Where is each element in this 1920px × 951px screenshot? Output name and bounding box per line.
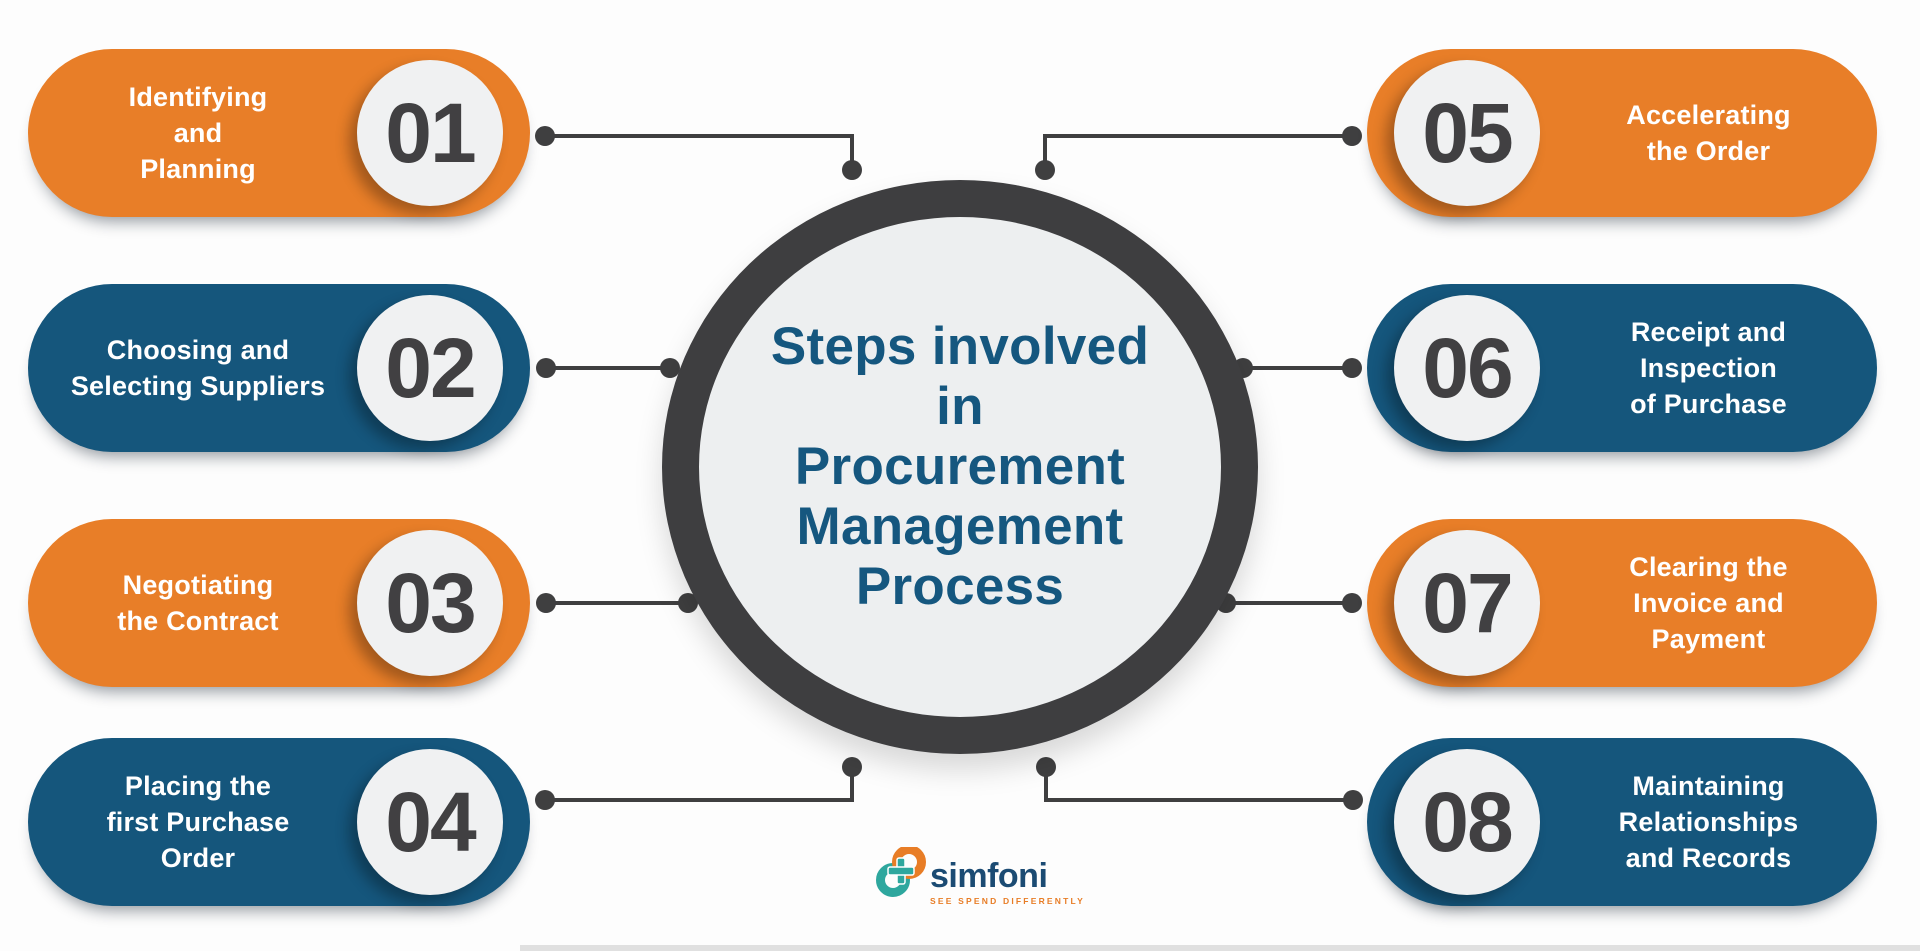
connector-dot [1342,358,1362,378]
step-pill-03: Negotiating the Contract 03 [28,519,530,687]
step-08-number-badge: 08 [1394,749,1540,895]
connector-step-07 [1216,593,1362,613]
connector-dot [535,790,555,810]
step-03-number-badge: 03 [357,530,503,676]
step-06-number-badge: 06 [1394,295,1540,441]
step-05-label: Accelerating the Order [1626,100,1791,166]
step-03-number: 03 [385,555,476,650]
connector-dot [1343,790,1363,810]
simfoni-logo-text: simfoni SEE SPEND DIFFERENTLY [930,845,1085,906]
step-pill-01: Identifying and Planning 01 [28,49,530,217]
simfoni-logo: simfoni SEE SPEND DIFFERENTLY [876,845,1085,907]
connector-dot [678,593,698,613]
step-06-label: Receipt and Inspection of Purchase [1630,317,1787,419]
connector-dot [536,358,556,378]
connector-step-06 [1233,358,1362,378]
bottom-section-edge [520,945,1920,951]
connector-dot [1342,126,1362,146]
connector-dot [842,160,862,180]
step-03-label: Negotiating the Contract [117,570,279,636]
connector-step-02 [536,358,680,378]
connector-dot [535,126,555,146]
connector-step-08 [1036,757,1363,810]
connector-step-05 [1035,126,1362,180]
simfoni-brand-name: simfoni [930,857,1048,895]
connector-step-03 [536,593,698,613]
connector-dot [842,757,862,777]
step-02-label: Choosing and Selecting Suppliers [70,335,326,401]
connector-step-04 [535,757,862,810]
connector-dot [1035,160,1055,180]
step-07-number: 07 [1422,555,1513,650]
simfoni-logo-infinity-icon [876,847,926,897]
step-08-label: Maintaining Relationships and Records [1618,771,1799,873]
connector-dot [1342,593,1362,613]
step-04-label: Placing the first Purchase Order [106,771,290,873]
connector-dot [1036,757,1056,777]
step-07-number-badge: 07 [1394,530,1540,676]
simfoni-tagline: SEE SPEND DIFFERENTLY [930,896,1085,906]
step-08-number: 08 [1422,774,1513,869]
step-07-label: Clearing the Invoice and Payment [1629,552,1788,654]
step-pill-04: Placing the first Purchase Order 04 [28,738,530,906]
step-01-number: 01 [385,85,476,180]
step-01-number-badge: 01 [357,60,503,206]
connector-step-01 [535,126,862,180]
connector-dot [660,358,680,378]
step-pill-02: Choosing and Selecting Suppliers 02 [28,284,530,452]
step-02-number-badge: 02 [357,295,503,441]
step-05-number: 05 [1422,85,1513,180]
step-pill-07: Clearing the Invoice and Payment 07 [1367,519,1877,687]
step-01-label: Identifying and Planning [128,82,268,184]
step-02-number: 02 [385,320,476,415]
center-title: Steps involved in Procurement Management… [770,317,1150,616]
connector-dot [536,593,556,613]
step-06-number: 06 [1422,320,1513,415]
step-pill-08: Maintaining Relationships and Records 08 [1367,738,1877,906]
step-04-number-badge: 04 [357,749,503,895]
step-04-number: 04 [385,774,476,869]
step-pill-06: Receipt and Inspection of Purchase 06 [1367,284,1877,452]
step-pill-05: Accelerating the Order 05 [1367,49,1877,217]
step-05-number-badge: 05 [1394,60,1540,206]
